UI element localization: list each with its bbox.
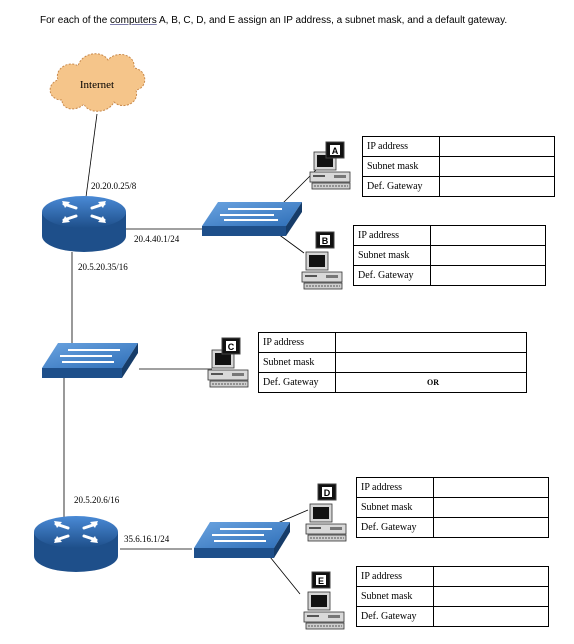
label-router1-bottom: 20.5.20.35/16 [78,262,128,272]
row-label: IP address [362,136,440,157]
badge-e: E [311,571,331,589]
router-1-icon [42,196,126,252]
subnet-mask-field-e[interactable] [433,586,549,607]
table-row: IP address [362,136,555,157]
row-label: Subnet mask [362,156,440,177]
table-row: Subnet mask [362,156,555,177]
badge-c: C [221,337,241,355]
gateway-field-d[interactable] [433,517,549,538]
row-label: Def. Gateway [356,517,434,538]
computer-d-icon [305,503,347,542]
badge-e-letter: E [318,576,324,586]
instruction-before: For each of the [40,15,111,26]
table-row: Def. Gateway [353,265,546,286]
ip-address-field-a[interactable] [439,136,555,157]
table-computer-a: IP address Subnet mask Def. Gateway [362,136,555,197]
row-label: Subnet mask [353,245,431,266]
switch-middle-icon [42,343,138,378]
table-computer-b: IP address Subnet mask Def. Gateway [353,225,546,286]
ip-address-field-c[interactable] [335,332,527,353]
table-row: IP address [353,225,546,246]
badge-a: A [325,141,345,159]
ip-address-field-b[interactable] [430,225,546,246]
row-label: Def. Gateway [356,606,434,627]
table-row: IP address [258,332,527,353]
internet-cloud-icon [49,53,146,112]
computer-c-icon [207,349,249,388]
subnet-mask-field-b[interactable] [430,245,546,266]
switch-bottom-icon [194,522,290,558]
ip-address-field-e[interactable] [433,566,549,587]
badge-c-letter: C [228,342,235,352]
subnet-mask-field-c[interactable] [335,352,527,373]
row-label: Subnet mask [258,352,336,373]
internet-label: Internet [80,79,114,91]
gateway-field-a[interactable] [439,176,555,197]
computer-e-icon [303,591,345,630]
table-row: IP address [356,566,549,587]
row-label: Subnet mask [356,497,434,518]
subnet-mask-field-a[interactable] [439,156,555,177]
row-label: IP address [356,566,434,587]
label-router2-top: 20.5.20.6/16 [74,495,120,505]
table-row: Subnet mask [356,497,549,518]
badge-d: D [317,483,337,501]
table-computer-d: IP address Subnet mask Def. Gateway [356,477,549,538]
table-row: Def. Gateway [362,176,555,197]
table-computer-e: IP address Subnet mask Def. Gateway [356,566,549,627]
badge-d-letter: D [324,488,331,498]
row-label: IP address [356,477,434,498]
table-row: Subnet mask [356,586,549,607]
link-internet-router1 [85,113,98,198]
table-row: Def. Gateway [356,606,549,627]
gateway-field-e[interactable] [433,606,549,627]
label-router2-right: 35.6.16.1/24 [124,534,170,544]
router-2-icon [34,516,118,572]
table-row: Subnet mask [258,352,527,373]
subnet-mask-field-d[interactable] [433,497,549,518]
instruction-after: A, B, C, D, and E assign an IP address, … [156,15,508,26]
badge-b-letter: B [322,236,329,246]
row-label: IP address [353,225,431,246]
table-row: Subnet mask [353,245,546,266]
ip-address-field-d[interactable] [433,477,549,498]
instruction-underlined-word: computers [110,15,157,26]
gateway-field-b[interactable] [430,265,546,286]
switch-top-icon [202,202,302,236]
row-label: Subnet mask [356,586,434,607]
table-row: IP address [356,477,549,498]
row-label: Def. Gateway [362,176,440,197]
table-row: Def. Gateway [356,517,549,538]
badge-b: B [315,231,335,249]
instruction-text: For each of the computers A, B, C, D, an… [40,15,507,26]
label-router1-right: 20.4.40.1/24 [134,234,180,244]
row-label: Def. Gateway [258,372,336,393]
computer-b-icon [301,251,343,290]
label-router1-top: 20.20.0.25/8 [91,181,137,191]
row-label: IP address [258,332,336,353]
gateway-field-c[interactable]: OR [335,372,527,393]
row-label: Def. Gateway [353,265,431,286]
badge-a-letter: A [332,146,339,156]
link-switch3-pc-e [265,551,301,595]
